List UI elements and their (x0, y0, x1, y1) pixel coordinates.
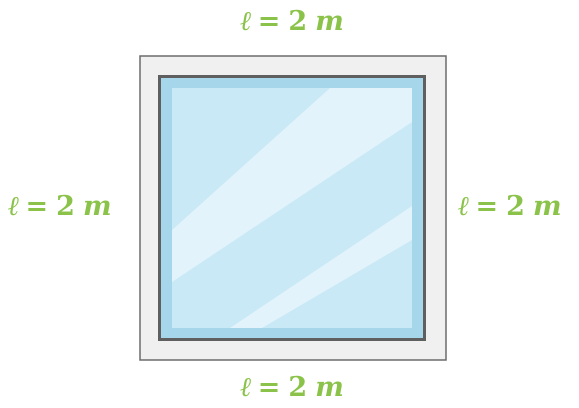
length-unit: m (82, 191, 112, 222)
length-value: 2 (288, 372, 308, 403)
length-unit: m (532, 191, 562, 222)
length-value: 2 (506, 191, 525, 222)
glass-reflection (172, 88, 412, 282)
length-value: 2 (288, 6, 308, 37)
length-symbol: ℓ (8, 191, 20, 222)
length-unit: m (315, 6, 344, 37)
window-inner-border (158, 75, 426, 341)
glass-reflection (230, 206, 412, 328)
equals-sign: = (475, 191, 499, 222)
equals-sign: = (257, 6, 281, 37)
length-symbol: ℓ (240, 372, 252, 403)
length-symbol: ℓ (458, 191, 470, 222)
equals-sign: = (25, 191, 49, 222)
equals-sign: = (257, 372, 281, 403)
length-value: 2 (56, 191, 75, 222)
length-unit: m (315, 372, 344, 403)
length-symbol: ℓ (240, 6, 252, 37)
